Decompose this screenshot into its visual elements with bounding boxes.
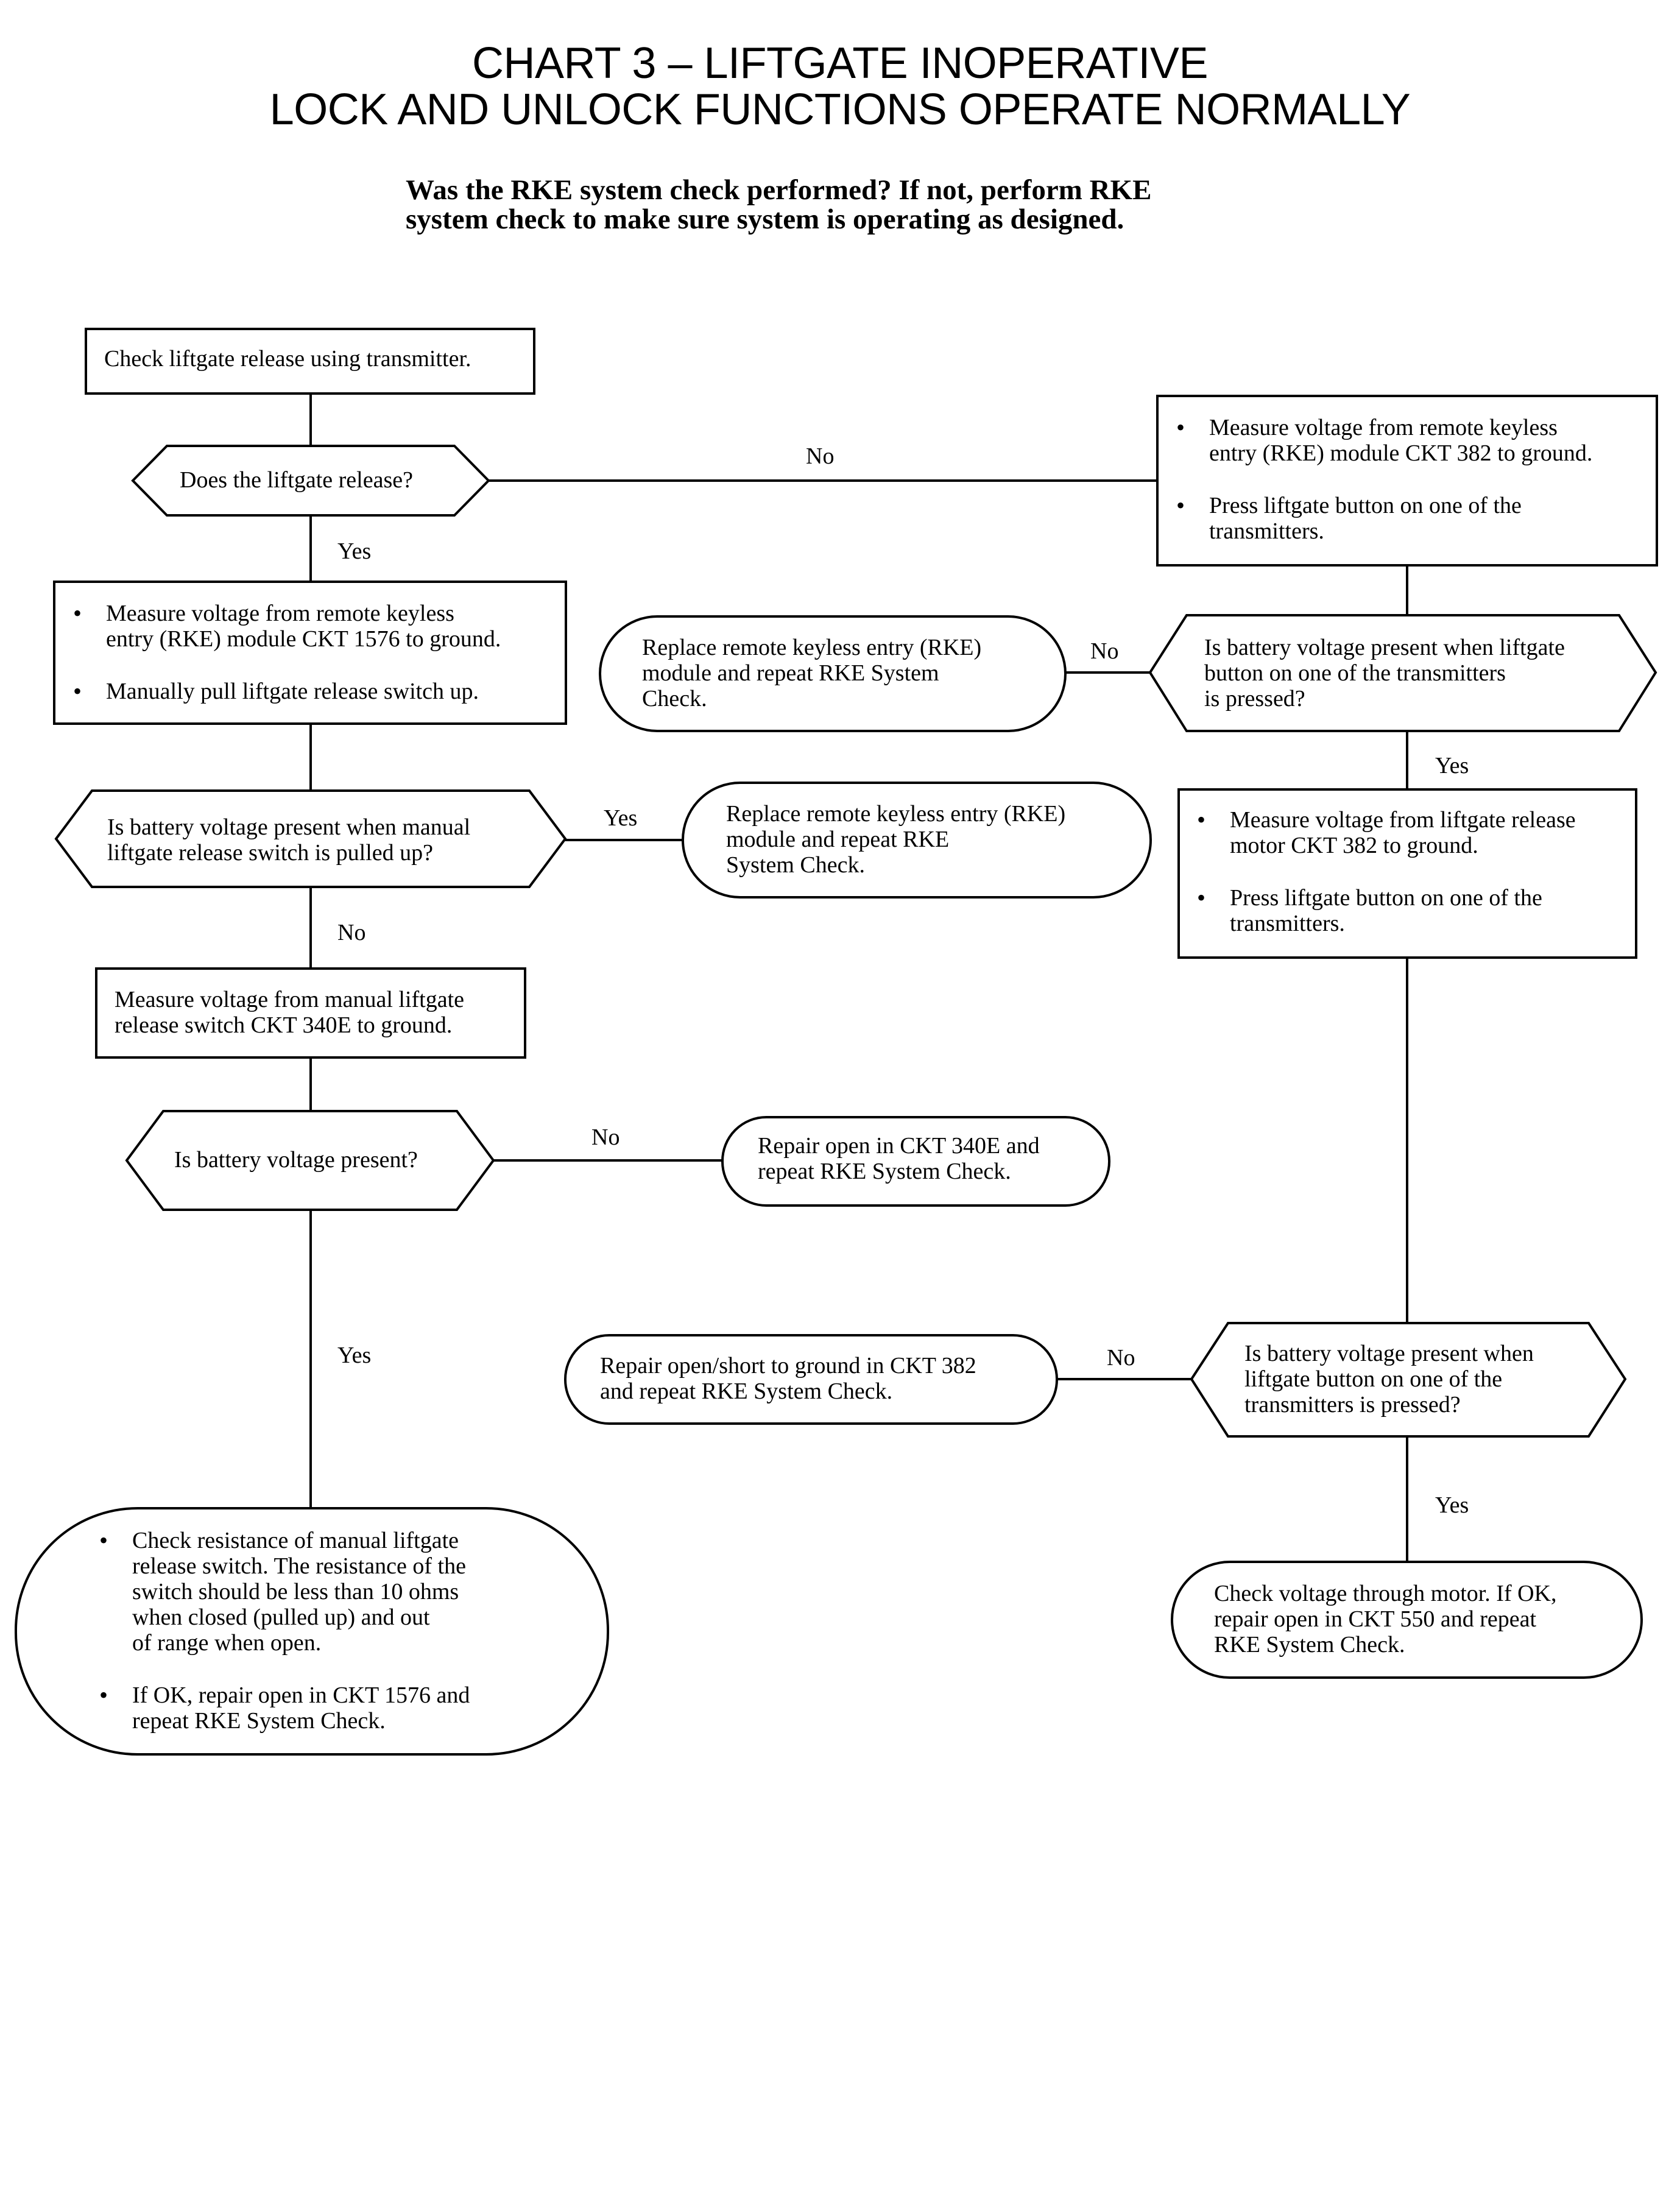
- decision-motor-line1: Is battery voltage present when: [1244, 1341, 1534, 1366]
- edge-label-battery-yes: Yes: [337, 1343, 372, 1368]
- chart-title-line1: CHART 3 – LIFTGATE INOPERATIVE: [472, 39, 1208, 88]
- measure-382-module-bullet-1-line1: Measure voltage from remote keyless: [1176, 415, 1558, 440]
- measure-382-motor-bullet-2-line1: Press liftgate button on one of the: [1197, 885, 1542, 911]
- decision-transmitter-line3: is pressed?: [1204, 686, 1305, 711]
- repair-382-line2: and repeat RKE System Check.: [600, 1379, 893, 1404]
- measure-382-motor-bullet-1-line2: motor CKT 382 to ground.: [1230, 833, 1478, 858]
- measure-1576-bullet-1-line1: Measure voltage from remote keyless: [73, 601, 454, 626]
- check-resistance-bullet-1-line5: of range when open.: [132, 1630, 322, 1656]
- measure-382-module-bullet-1-line2: entry (RKE) module CKT 382 to ground.: [1209, 440, 1593, 466]
- check-motor-line1: Check voltage through motor. If OK,: [1214, 1581, 1557, 1606]
- edge-label-transmitter-no: No: [1090, 638, 1119, 664]
- box-measure-1576: [53, 581, 567, 725]
- edge-label-manual-no: No: [337, 920, 366, 945]
- check-resistance-bullet-1-line3: switch should be less than 10 ohms: [132, 1579, 459, 1605]
- edge-label-motor-no: No: [1107, 1345, 1135, 1371]
- replace-module-right-line1: Replace remote keyless entry (RKE): [642, 635, 982, 660]
- replace-module-left-line2: module and repeat RKE: [726, 827, 950, 852]
- edge-label-transmitter-yes: Yes: [1435, 753, 1469, 778]
- replace-module-right-line2: module and repeat RKE System: [642, 660, 939, 686]
- terminal-repair-382: [564, 1334, 1058, 1425]
- check-resistance-bullet-2-line1: If OK, repair open in CKT 1576 and: [99, 1682, 470, 1708]
- measure-382-motor-bullet-2-line2: transmitters.: [1230, 911, 1345, 936]
- measure-1576-bullet-2-line1: Manually pull liftgate release switch up…: [73, 679, 479, 704]
- terminal-replace-module-left: [682, 782, 1152, 898]
- check-resistance-bullet-1-line2: release switch. The resistance of the: [132, 1553, 466, 1579]
- chart-title-line2: LOCK AND UNLOCK FUNCTIONS OPERATE NORMAL…: [269, 85, 1411, 134]
- measure-340e-line2: release switch CKT 340E to ground.: [115, 1012, 453, 1038]
- check-resistance-bullet-1-line1: Check resistance of manual liftgate: [99, 1528, 459, 1553]
- measure-1576-bullet-1-line2: entry (RKE) module CKT 1576 to ground.: [106, 626, 501, 652]
- measure-382-motor-bullet-1-line1: Measure voltage from liftgate release: [1197, 807, 1576, 833]
- edge-label-release-yes: Yes: [337, 538, 372, 564]
- decision-manual-line1: Is battery voltage present when manual: [107, 814, 471, 840]
- repair-340e-line2: repeat RKE System Check.: [758, 1159, 1011, 1184]
- precheck-question-line1: Was the RKE system check performed? If n…: [406, 174, 1152, 206]
- measure-382-module-bullet-2-line2: transmitters.: [1209, 518, 1324, 544]
- terminal-replace-module-right: [599, 615, 1067, 732]
- decision-motor-line2: liftgate button on one of the: [1244, 1366, 1503, 1392]
- repair-382-line1: Repair open/short to ground in CKT 382: [600, 1353, 976, 1379]
- edge-label-release-no: No: [806, 443, 835, 469]
- terminal-repair-340e: [721, 1116, 1110, 1207]
- measure-340e-line1: Measure voltage from manual liftgate: [115, 987, 465, 1012]
- box-check-release: [85, 328, 535, 395]
- edge-label-motor-yes: Yes: [1435, 1492, 1469, 1518]
- edge-label-manual-yes: Yes: [604, 805, 638, 831]
- box-measure-382-motor: [1177, 788, 1637, 959]
- check-motor-line3: RKE System Check.: [1214, 1632, 1405, 1658]
- decision-manual-line2: liftgate release switch is pulled up?: [107, 840, 433, 866]
- check-release-text: Check liftgate release using transmitter…: [104, 346, 471, 372]
- replace-module-right-line3: Check.: [642, 686, 707, 711]
- precheck-question-line2: system check to make sure system is oper…: [406, 203, 1124, 235]
- decision-motor: [1190, 1322, 1627, 1438]
- decision-transmitter-line2: button on one of the transmitters: [1204, 660, 1506, 686]
- terminal-check-resistance: [15, 1507, 609, 1756]
- replace-module-left-line3: System Check.: [726, 852, 865, 878]
- decision-battery: [125, 1110, 495, 1211]
- decision-transmitter-line1: Is battery voltage present when liftgate: [1204, 635, 1565, 660]
- decision-release: [131, 445, 490, 517]
- decision-release-text: Does the liftgate release?: [180, 467, 413, 493]
- decision-manual: [54, 789, 567, 888]
- terminal-check-motor: [1171, 1561, 1643, 1679]
- box-measure-340e: [95, 967, 526, 1059]
- measure-382-module-bullet-2-line1: Press liftgate button on one of the: [1176, 493, 1522, 518]
- check-resistance-bullet-2-line2: repeat RKE System Check.: [132, 1708, 386, 1734]
- check-resistance-bullet-1-line4: when closed (pulled up) and out: [132, 1605, 430, 1630]
- decision-battery-text: Is battery voltage present?: [174, 1147, 418, 1173]
- decision-motor-line3: transmitters is pressed?: [1244, 1392, 1461, 1417]
- box-measure-382-module: [1156, 395, 1658, 567]
- edge-label-battery-no: No: [591, 1124, 620, 1150]
- check-motor-line2: repair open in CKT 550 and repeat: [1214, 1606, 1537, 1632]
- decision-transmitter: [1148, 614, 1657, 732]
- replace-module-left-line1: Replace remote keyless entry (RKE): [726, 801, 1066, 827]
- repair-340e-line1: Repair open in CKT 340E and: [758, 1133, 1040, 1159]
